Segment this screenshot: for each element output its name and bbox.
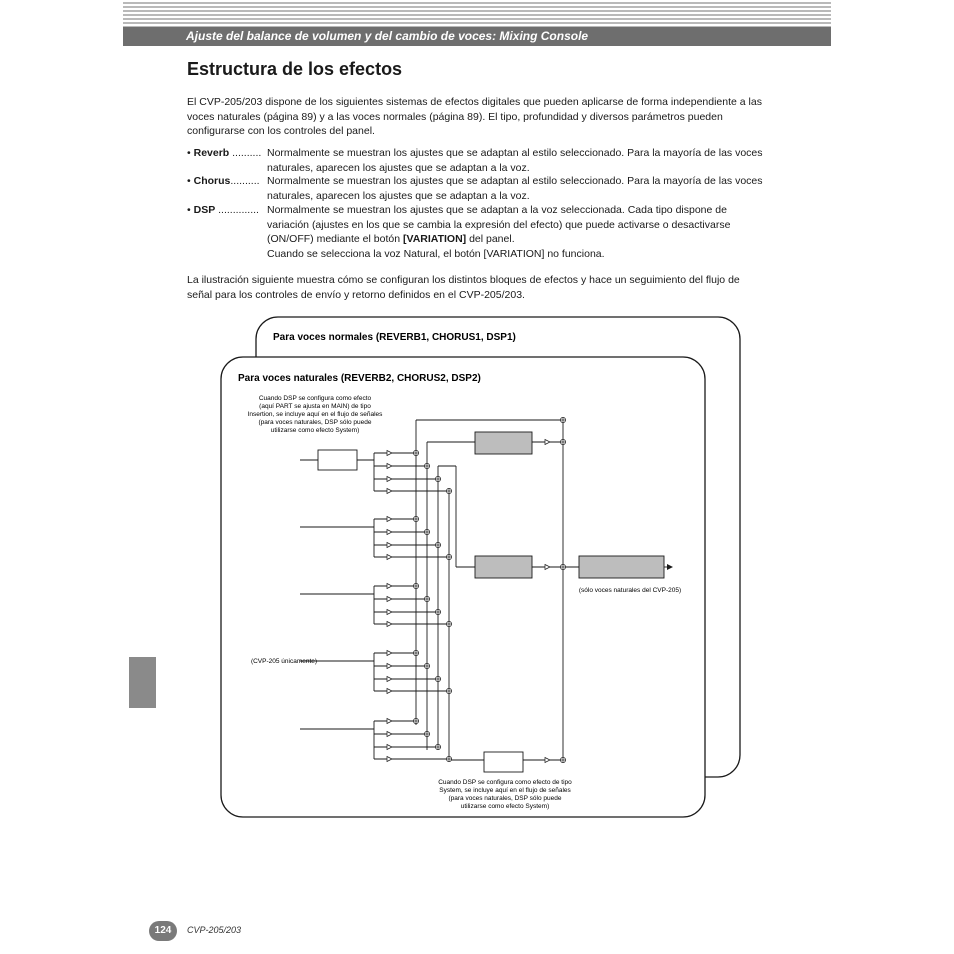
svg-text:Insertion, se incluye aquí en: Insertion, se incluye aquí en el flujo d… (248, 411, 384, 418)
effect-term: • Reverb .......... (187, 147, 262, 159)
chorus-block (474, 555, 533, 579)
effect-term: • Chorus.......... (187, 175, 260, 187)
reverb-block (474, 431, 533, 455)
send-level-amp (386, 515, 393, 523)
send-level-amp (386, 487, 393, 495)
send-level-amp (386, 620, 393, 628)
effect-item-chorus: • Chorus.......... Normalmente se muestr… (187, 174, 767, 203)
model-name: CVP-205/203 (187, 925, 242, 935)
intro-paragraph: El CVP-205/203 dispone de los siguientes… (187, 96, 762, 137)
send-level-amp (386, 553, 393, 561)
svg-text:Cuando DSP se configura como e: Cuando DSP se configura como efecto de t… (438, 779, 572, 786)
section-title: Estructura de los efectos (187, 59, 403, 79)
side-tab (129, 657, 156, 708)
note-cvp205-only: (CVP-205 únicamente) (251, 658, 317, 665)
send-level-amp (386, 582, 393, 590)
svg-text:utilizarse como efecto System): utilizarse como efecto System) (461, 803, 550, 810)
send-level-amp (386, 662, 393, 670)
header-bar (123, 27, 831, 46)
natural-voice-effect-block (578, 555, 665, 579)
send-level-amp (386, 675, 393, 683)
insertion-dsp-block (317, 449, 358, 471)
send-level-amp (386, 541, 393, 549)
send-level-amp (544, 563, 551, 571)
note-natural-only: (sólo voces naturales del CVP-205) (579, 587, 681, 594)
system-dsp-block (483, 751, 524, 773)
send-level-amp (386, 755, 393, 763)
send-level-amp (386, 649, 393, 657)
send-level-amp (386, 475, 393, 483)
effect-item-reverb: • Reverb .......... Normalmente se muest… (187, 146, 767, 175)
effect-item-dsp: • DSP .............. Normalmente se mues… (187, 203, 767, 261)
page-number: 124 (149, 921, 177, 941)
send-level-amp (386, 717, 393, 725)
note-system: Cuando DSP se configura como efecto de t… (438, 779, 572, 810)
send-level-amp (386, 449, 393, 457)
outro-paragraph: La ilustración siguiente muestra cómo se… (187, 274, 740, 301)
send-level-amp (386, 743, 393, 751)
send-level-amp (544, 756, 551, 764)
effect-term: • DSP .............. (187, 204, 259, 216)
send-level-amp (386, 528, 393, 536)
svg-text:(para voces naturales, DSP sól: (para voces naturales, DSP sólo puede (259, 419, 372, 426)
send-level-amp (386, 687, 393, 695)
svg-text:utilizarse como efecto System): utilizarse como efecto System) (271, 427, 360, 434)
effect-desc: Normalmente se muestran los ajustes que … (267, 204, 731, 260)
send-level-amp (386, 462, 393, 470)
panel-natural-title: Para voces naturales (REVERB2, CHORUS2, … (238, 373, 481, 384)
note-insertion: Cuando DSP se configura como efecto (aqu… (248, 395, 384, 434)
panel-natural-voices (220, 356, 706, 818)
header-title: Ajuste del balance de volumen y del camb… (186, 29, 589, 43)
send-level-amp (386, 730, 393, 738)
svg-text:System, se incluye aquí en el: System, se incluye aquí en el flujo de s… (439, 787, 571, 794)
send-level-amp (386, 595, 393, 603)
send-level-amp (544, 438, 551, 446)
header-stripes (123, 0, 831, 27)
svg-text:Cuando DSP se configura como e: Cuando DSP se configura como efecto (259, 395, 372, 402)
svg-text:(aquí PART se ajusta en MAIN): (aquí PART se ajusta en MAIN) de tipo (259, 403, 371, 410)
panel-normal-title: Para voces normales (REVERB1, CHORUS1, D… (273, 332, 516, 343)
output-arrow (667, 564, 673, 570)
send-level-amp (386, 608, 393, 616)
effect-desc: Normalmente se muestran los ajustes que … (267, 147, 763, 174)
svg-text:(para voces naturales, DSP sól: (para voces naturales, DSP sólo puede (449, 795, 562, 802)
effect-desc: Normalmente se muestran los ajustes que … (267, 175, 763, 202)
